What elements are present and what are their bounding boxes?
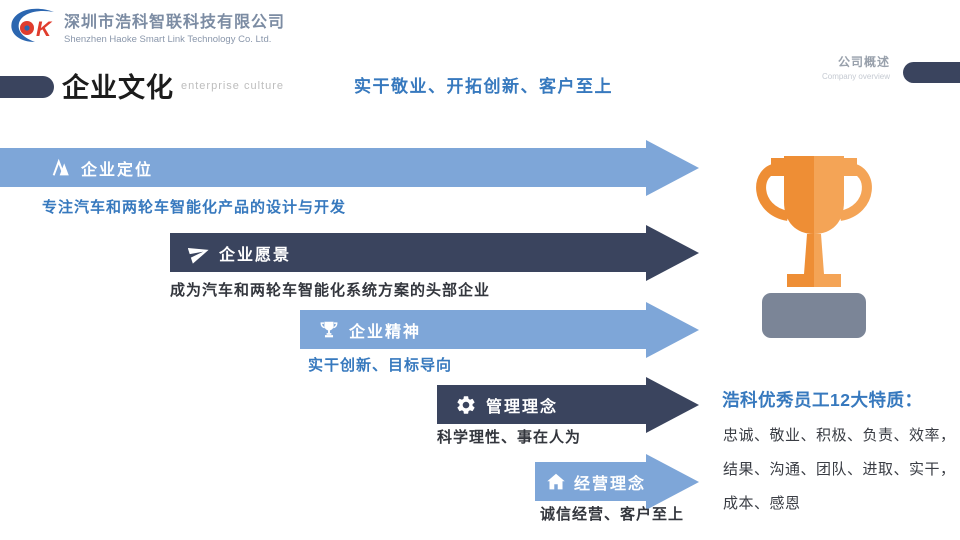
banner-operation: 经营理念 xyxy=(535,453,699,510)
arrow-head xyxy=(646,301,699,358)
logo-letter: K xyxy=(36,18,53,41)
gear-icon xyxy=(455,394,477,416)
banner-desc: 科学理性、事在人为 xyxy=(437,429,582,446)
traits-line: 成本、感恩 xyxy=(723,495,801,512)
page-title: 企业文化 xyxy=(62,73,174,103)
paper-plane-icon xyxy=(188,242,210,264)
banner-spirit: 企业精神 xyxy=(300,301,699,358)
banner-desc: 实干创新、目标导向 xyxy=(308,357,453,374)
banner-desc: 诚信经营、客户至上 xyxy=(540,506,685,523)
culture-slogan: 实干敬业、开拓创新、客户至上 xyxy=(354,77,613,96)
mountain-icon xyxy=(50,157,72,179)
title-pill-decoration xyxy=(0,76,54,98)
company-name-en: Shenzhen Haoke Smart Link Technology Co.… xyxy=(64,34,272,45)
trophy-icon xyxy=(318,319,340,341)
banner-label: 企业精神 xyxy=(349,323,422,341)
arrow-head xyxy=(646,376,699,433)
banner-label: 企业定位 xyxy=(81,161,154,179)
section-label-block: 公司概述 Company overview xyxy=(822,53,890,81)
banner-management: 管理理念 xyxy=(437,376,699,433)
banner-positioning: 企业定位 xyxy=(0,139,699,196)
arrow-head xyxy=(646,453,699,510)
page-title-en: enterprise culture xyxy=(181,80,284,92)
arrow-head xyxy=(646,139,699,196)
company-name-zh: 深圳市浩科智联科技有限公司 xyxy=(64,14,286,31)
corner-pill-decoration xyxy=(903,62,960,83)
trophy-graphic xyxy=(756,156,872,338)
traits-heading: 浩科优秀员工12大特质： xyxy=(722,390,923,410)
banner-label: 经营理念 xyxy=(574,475,647,493)
arrow-head xyxy=(646,224,699,281)
company-logo-icon: K xyxy=(11,8,54,42)
traits-line: 结果、沟通、团队、进取、实干， xyxy=(723,461,956,478)
banner-label: 管理理念 xyxy=(486,398,559,416)
banner-vision: 企业愿景 xyxy=(170,224,699,281)
section-label-en: Company overview xyxy=(821,72,890,81)
banner-desc: 专注汽车和两轮车智能化产品的设计与开发 xyxy=(42,199,347,216)
banner-desc: 成为汽车和两轮车智能化系统方案的头部企业 xyxy=(170,282,491,299)
home-icon xyxy=(545,471,567,493)
banner-label: 企业愿景 xyxy=(219,246,292,264)
company-name-block: 深圳市浩科智联科技有限公司 Shenzhen Haoke Smart Link … xyxy=(64,8,285,45)
traits-line: 忠诚、敬业、积极、负责、效率， xyxy=(723,427,956,444)
section-label-zh: 公司概述 xyxy=(837,55,890,69)
